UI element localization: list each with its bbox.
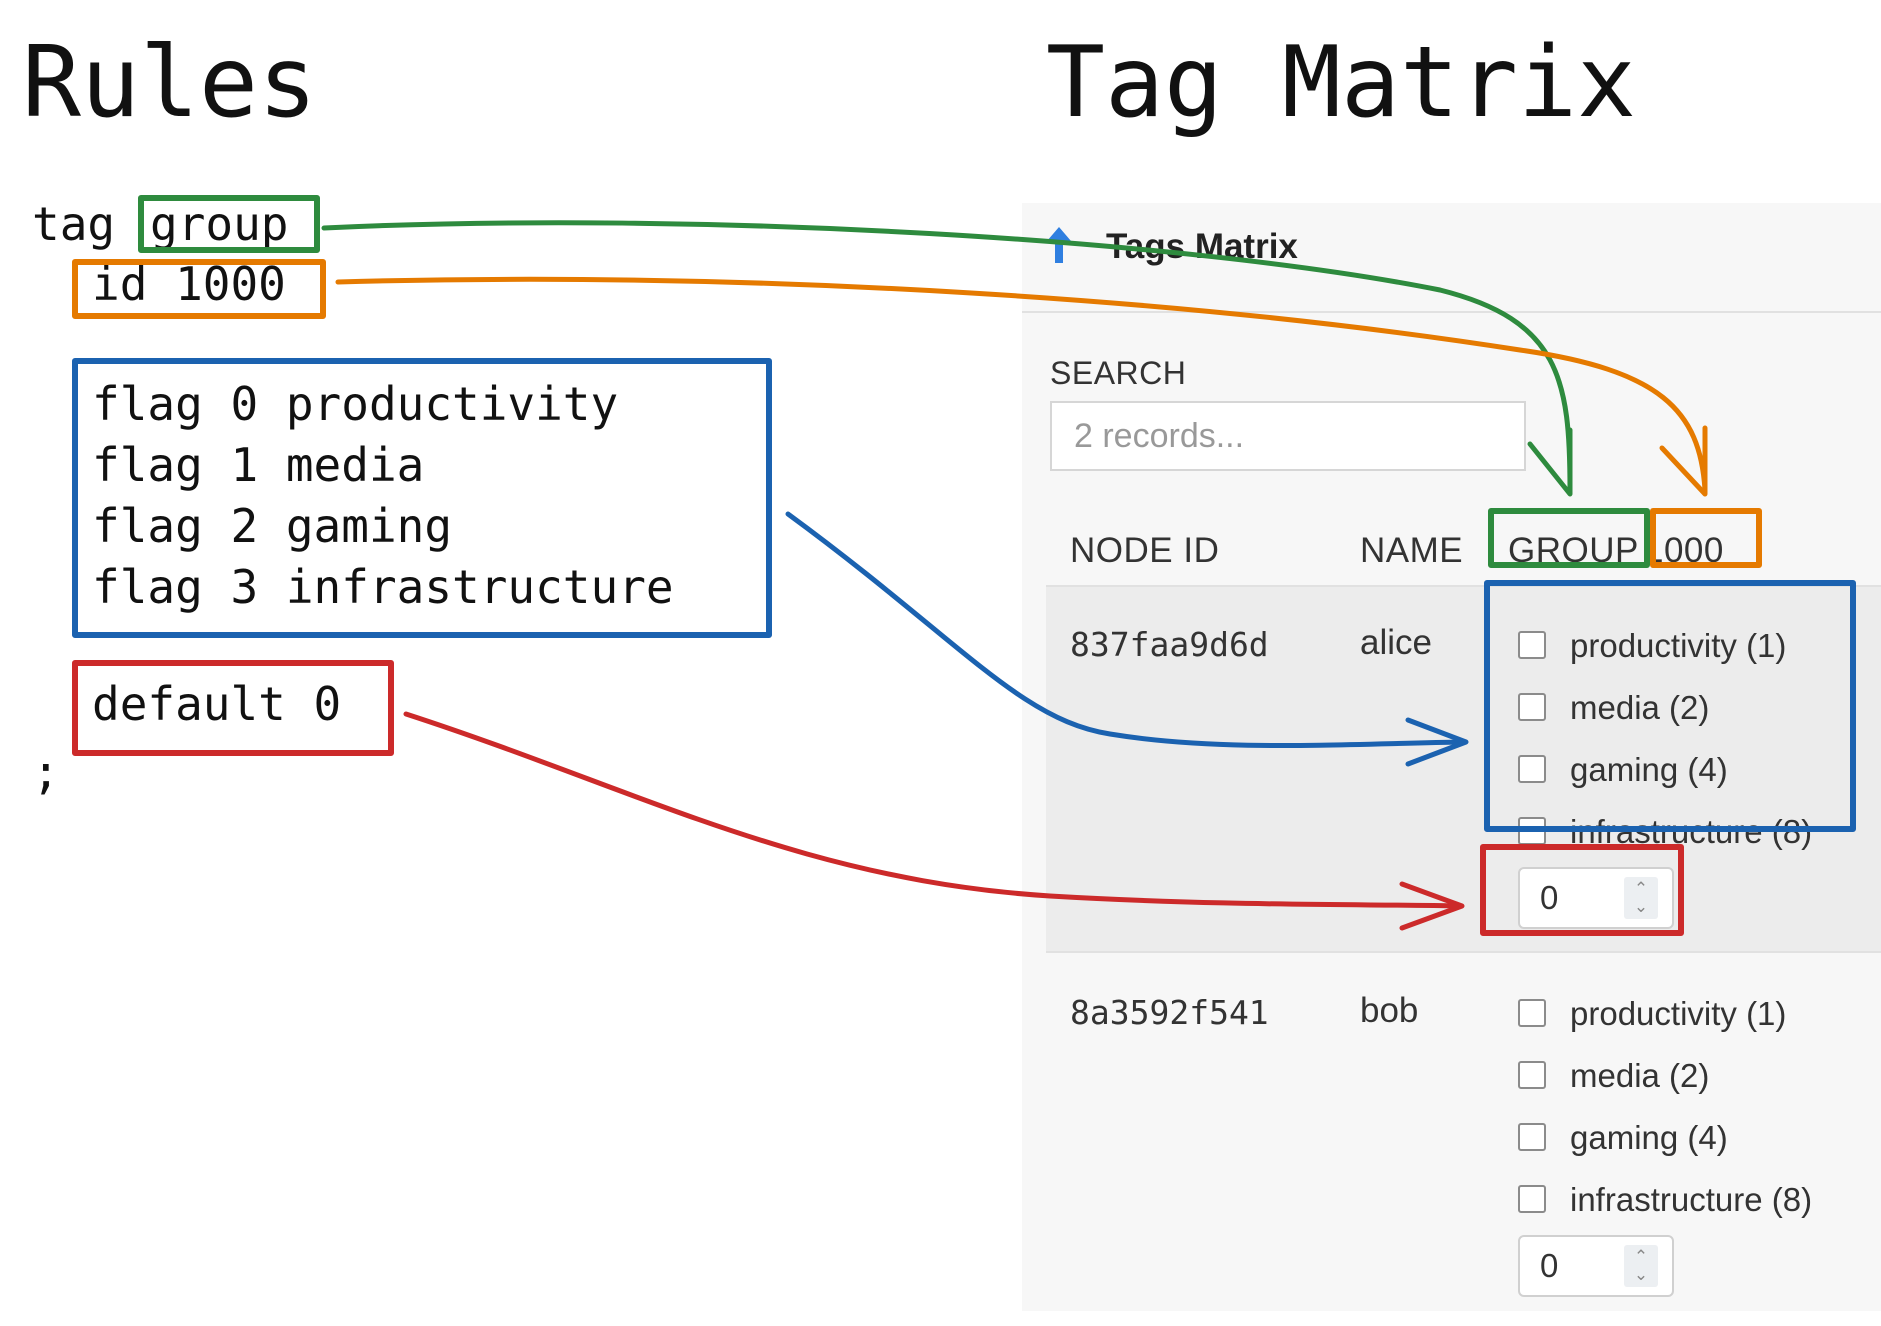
checkbox-box[interactable] — [1518, 1185, 1546, 1213]
code-flag-3: flag 3 infrastructure — [92, 560, 674, 614]
highlight-default-box — [72, 660, 394, 756]
code-flag-1: flag 1 media — [92, 438, 425, 492]
flag-label: media (2) — [1570, 1057, 1710, 1094]
code-terminator: ; — [32, 745, 60, 799]
checkbox-box[interactable] — [1518, 755, 1546, 783]
node-id-cell: 837faa9d6d — [1070, 625, 1269, 664]
flag-label: infrastructure (8) — [1570, 1181, 1813, 1218]
search-input[interactable]: 2 records... — [1050, 401, 1526, 471]
tags-matrix-panel: Tags Matrix SEARCH 2 records... NODE ID … — [1022, 203, 1881, 1311]
highlight-default-stepper-box — [1480, 844, 1684, 936]
column-divider — [1046, 585, 1881, 587]
stepper-value: 0 — [1540, 879, 1559, 916]
row-divider — [1046, 951, 1881, 953]
node-id-cell: 8a3592f541 — [1070, 993, 1269, 1032]
flag-label: media (2) — [1570, 689, 1710, 726]
column-node-id[interactable]: NODE ID — [1070, 531, 1220, 570]
flag-label: productivity (1) — [1570, 627, 1787, 664]
rules-heading: Rules — [22, 26, 318, 140]
column-name[interactable]: NAME — [1360, 531, 1464, 570]
tag-matrix-heading: Tag Matrix — [1046, 26, 1637, 140]
checkbox-box[interactable] — [1518, 693, 1546, 721]
code-flag-2: flag 2 gaming — [92, 499, 453, 553]
table-row[interactable]: 837faa9d6d alice productivity (1) media … — [1046, 587, 1881, 951]
code-tag-keyword: tag — [32, 197, 116, 251]
chevron-up-down-icon[interactable]: ⌃ ⌄ — [1624, 1245, 1658, 1287]
highlight-flags-box — [72, 358, 772, 638]
checkbox-box[interactable] — [1518, 1123, 1546, 1151]
highlight-group-column-box — [1488, 508, 1650, 568]
code-id-line: id 1000 — [92, 257, 286, 311]
panel-title: Tags Matrix — [1106, 227, 1298, 266]
highlight-tag-name-box — [138, 195, 320, 253]
code-flag-0: flag 0 productivity — [92, 377, 619, 431]
name-cell: bob — [1360, 991, 1419, 1030]
header-divider — [1022, 311, 1881, 313]
name-cell: alice — [1360, 623, 1432, 662]
code-tag-name: group — [150, 197, 289, 251]
search-label: SEARCH — [1050, 355, 1187, 391]
flag-label: gaming (4) — [1570, 1119, 1728, 1156]
flag-label: productivity (1) — [1570, 995, 1787, 1032]
flag-label: gaming (4) — [1570, 751, 1728, 788]
checkbox-box[interactable] — [1518, 999, 1546, 1027]
highlight-checkboxes-box — [1484, 580, 1856, 832]
highlight-id-box — [72, 259, 326, 319]
search-placeholder: 2 records... — [1074, 417, 1245, 455]
checkbox-box[interactable] — [1518, 1061, 1546, 1089]
checkbox-box[interactable] — [1518, 631, 1546, 659]
code-default-line: default 0 — [92, 677, 342, 731]
value-stepper[interactable]: 0 ⌃ ⌄ — [1518, 1235, 1674, 1297]
table-row[interactable]: 8a3592f541 bob productivity (1) media (2… — [1046, 953, 1881, 1311]
highlight-id-column-box — [1650, 508, 1762, 568]
value-stepper[interactable]: 0 ⌃ ⌄ — [1518, 867, 1674, 929]
chevron-up-down-icon[interactable]: ⌃ ⌄ — [1624, 877, 1658, 919]
stepper-value: 0 — [1540, 1247, 1559, 1284]
arrow-up-icon[interactable] — [1044, 225, 1074, 265]
